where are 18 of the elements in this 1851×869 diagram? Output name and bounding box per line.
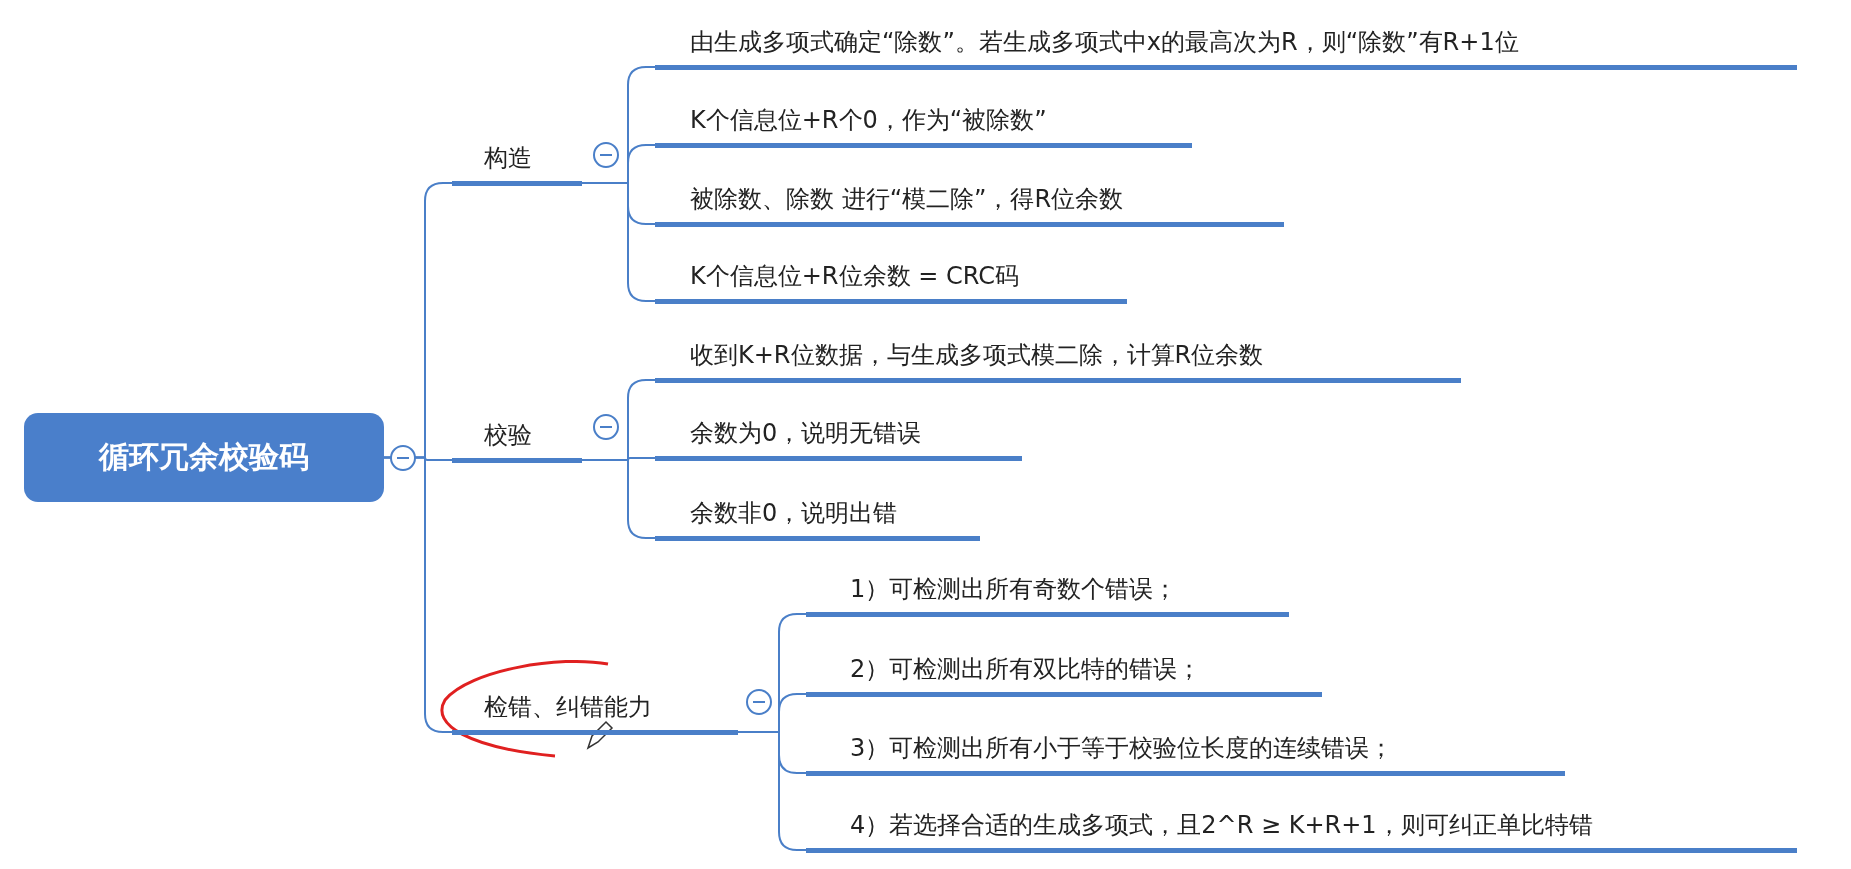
central-topic: 循环冗余校验码 [24, 413, 384, 502]
topic-text: 检错、纠错能力 [484, 692, 652, 722]
topic-text: 余数非0，说明出错 [690, 498, 898, 528]
topic-text: 3）可检测出所有小于等于校验位长度的连续错误； [850, 733, 1394, 763]
topic-text: 被除数、除数 进行“模二除”，得R位余数 [690, 184, 1124, 214]
connector-line [581, 182, 656, 302]
topic-text: 由生成多项式确定“除数”。若生成多项式中x的最高次为R，则“除数”有R+1位 [690, 27, 1519, 57]
connector-line [581, 459, 656, 539]
topic-text: 余数为0，说明无错误 [690, 418, 922, 448]
topic-text: 1）可检测出所有奇数个错误； [850, 574, 1178, 604]
topic-text: 4）若选择合适的生成多项式，且2^R ≥ K+R+1，则可纠正单比特错 [850, 810, 1593, 840]
topic-text: K个信息位+R个0，作为“被除数” [690, 105, 1047, 135]
topic-text: 校验 [484, 420, 532, 450]
topic-text: 构造 [484, 143, 532, 173]
connector-line [383, 456, 453, 733]
topic-text: K个信息位+R位余数 = CRC码 [690, 261, 1019, 291]
topic-text: 收到K+R位数据，与生成多项式模二除，计算R位余数 [690, 340, 1264, 370]
topic-text: 2）可检测出所有双比特的错误； [850, 654, 1202, 684]
